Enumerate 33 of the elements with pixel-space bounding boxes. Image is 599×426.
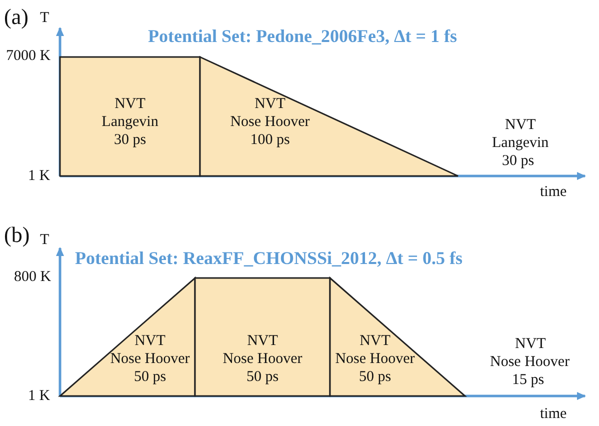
ensemble-label: NVT <box>134 333 166 349</box>
duration-label: 50 ps <box>246 369 279 385</box>
tick-label: 7000 K <box>6 48 51 65</box>
axis-label: T <box>40 232 50 249</box>
duration-label: 30 ps <box>114 132 146 148</box>
thermostat-label: Nose Hoover <box>230 114 310 130</box>
thermostat-label: Nose Hoover <box>222 351 302 367</box>
duration-label: 15 ps <box>512 372 544 389</box>
ensemble-label: NVT <box>247 333 278 349</box>
thermostat-label: Nose Hoover <box>490 354 570 371</box>
duration-label: 100 ps <box>250 132 290 148</box>
ensemble-label: NVT <box>515 336 546 353</box>
duration-label: 50 ps <box>358 369 392 385</box>
axis-label: time <box>540 406 567 423</box>
ensemble-label: NVT <box>114 96 146 112</box>
panel-title: Potential Set: Pedone_2006Fe3, Δt = 1 fs <box>148 26 457 47</box>
panel-letter: (a) <box>4 4 28 29</box>
thermostat-label: Nose Hoover <box>110 351 190 367</box>
ensemble-label: NVT <box>360 333 390 349</box>
duration-label: 30 ps <box>502 153 534 170</box>
ensemble-label: NVT <box>505 117 536 134</box>
axis-label: T <box>40 10 50 27</box>
tick-label: 800 K <box>14 269 52 286</box>
duration-label: 50 ps <box>134 369 166 385</box>
thermostat-label: Langevin <box>492 135 549 152</box>
ensemble-label: NVT <box>254 96 286 112</box>
thermostat-label: Langevin <box>102 114 158 130</box>
panel-letter: (b) <box>4 222 30 247</box>
tick-label: 1 K <box>28 168 50 185</box>
thermostat-label: Nose Hoover <box>335 351 415 367</box>
axis-label: time <box>540 184 567 201</box>
panel-title: Potential Set: ReaxFF_CHONSSi_2012, Δt = 0.5 fs <box>75 248 463 269</box>
tick-label: 1 K <box>28 388 50 405</box>
